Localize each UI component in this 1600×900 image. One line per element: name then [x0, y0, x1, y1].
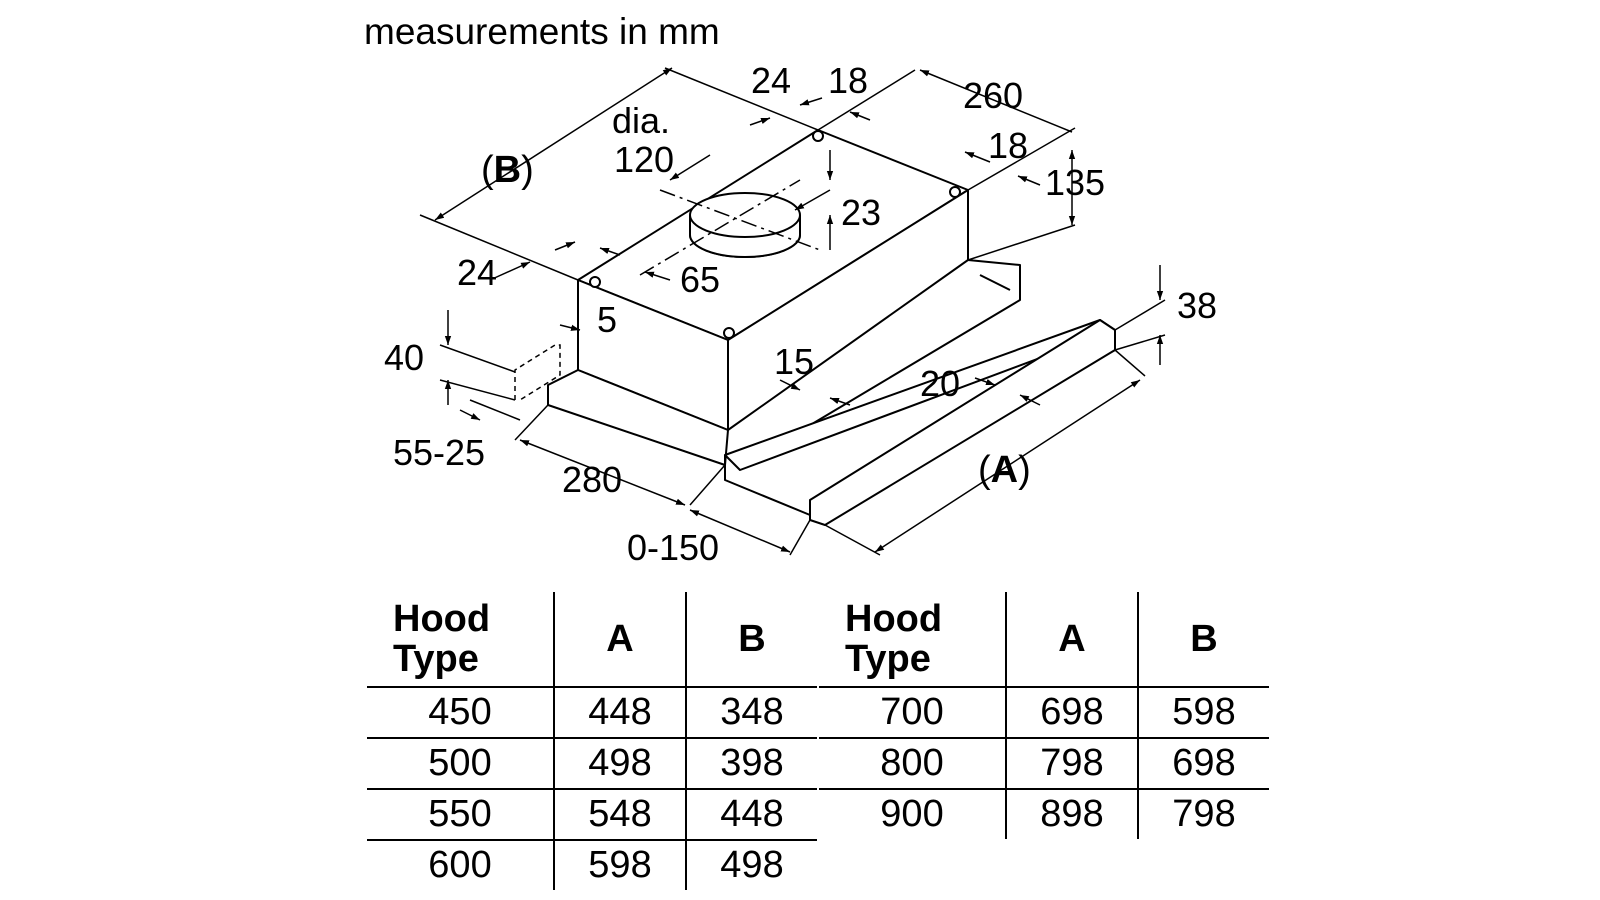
dim-a-label: (A)	[978, 449, 1031, 491]
dim-65: 65	[680, 259, 720, 300]
dim-260: 260	[963, 75, 1023, 116]
dim-18-right: 18	[988, 125, 1028, 166]
dim-b-open: (	[481, 149, 494, 191]
table-header-row: Hood Type A B	[367, 592, 817, 688]
dim-24-top: 24	[751, 60, 791, 101]
dim-a-letter: A	[991, 449, 1018, 491]
cell-a: 448	[553, 687, 686, 739]
dim-18-top: 18	[828, 60, 868, 101]
header-b: B	[685, 592, 817, 688]
cell-a: 548	[553, 789, 686, 841]
dim-55-25: 55-25	[393, 432, 485, 473]
cell-b: 598	[1137, 687, 1269, 739]
dim-dia-label: dia.	[612, 100, 670, 141]
dim-40: 40	[384, 337, 424, 378]
cell-b: 448	[685, 789, 817, 841]
header-hood-type: Hood Type	[367, 592, 554, 688]
hood-size-table-left: Hood Type A B 450 448 348 500 498 398 55…	[367, 592, 817, 890]
table-row: 600 598 498	[367, 840, 817, 890]
dim-5: 5	[597, 299, 617, 340]
dim-b-letter: B	[494, 149, 521, 191]
table-row: 700 698 598	[819, 687, 1269, 739]
dim-38: 38	[1177, 285, 1217, 326]
table-header-row: Hood Type A B	[819, 592, 1269, 688]
cell-a: 698	[1005, 687, 1138, 739]
cell-a: 798	[1005, 738, 1138, 790]
fixing-holes	[589, 130, 961, 339]
header-a: A	[1005, 592, 1138, 688]
dim-23: 23	[841, 192, 881, 233]
cell-hood-type: 700	[819, 687, 1006, 739]
table-row: 550 548 448	[367, 789, 817, 841]
cell-hood-type: 500	[367, 738, 554, 790]
dim-b-label: (B)	[481, 149, 534, 191]
exhaust-spigot	[689, 192, 801, 258]
header-hood-type: Hood Type	[819, 592, 1006, 688]
header-a: A	[553, 592, 686, 688]
cell-hood-type: 800	[819, 738, 1006, 790]
dim-135: 135	[1045, 162, 1105, 203]
table-row: 800 798 698	[819, 738, 1269, 790]
dim-280: 280	[562, 459, 622, 500]
dim-a-close: )	[1018, 449, 1031, 491]
drawing-title: measurements in mm	[364, 11, 720, 52]
cell-hood-type: 550	[367, 789, 554, 841]
dim-20: 20	[920, 363, 960, 404]
cell-a: 498	[553, 738, 686, 790]
cell-b: 798	[1137, 789, 1269, 839]
cell-b: 398	[685, 738, 817, 790]
cell-b: 348	[685, 687, 817, 739]
cell-hood-type: 900	[880, 793, 944, 835]
cell-b: 498	[685, 840, 817, 890]
dim-b-close: )	[521, 149, 534, 191]
cell-hood-type: 450	[367, 687, 554, 739]
table-row: 500 498 398	[367, 738, 817, 790]
cell-a: 598	[553, 840, 686, 890]
dim-120: 120	[614, 139, 674, 180]
dim-15: 15	[774, 341, 814, 382]
table-row: 450 448 348	[367, 687, 817, 739]
hood-size-table-right: Hood Type A B 700 698 598 800 798 698 90…	[819, 592, 1269, 839]
table-row: 900 898 798	[819, 789, 1269, 839]
cell-hood-type: 600	[428, 844, 492, 886]
center-lines	[639, 179, 821, 276]
mounting-bracket	[514, 344, 561, 401]
cell-a: 898	[1005, 789, 1138, 839]
dim-a-open: (	[978, 449, 991, 491]
header-b: B	[1137, 592, 1269, 688]
dim-0-150: 0-150	[627, 527, 719, 568]
dimension-lines	[419, 67, 1166, 556]
dim-24-left: 24	[457, 252, 497, 293]
cell-b: 698	[1137, 738, 1269, 790]
